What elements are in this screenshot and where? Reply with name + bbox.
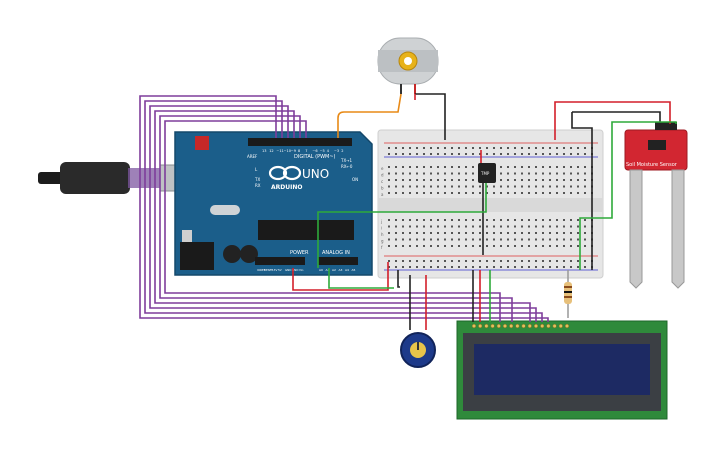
digital-pin-label: ~6 [312, 149, 317, 153]
digital-pin-label: 4 [327, 149, 330, 153]
analog-pin-label: A0 [319, 268, 323, 272]
digital-header-label: DIGITAL (PWM~) [294, 154, 336, 160]
arduino-logo-icon [268, 165, 302, 181]
lcd-pin-header [471, 323, 570, 329]
usb-cable [38, 162, 191, 194]
digital-pin-label: ~9 [291, 149, 296, 153]
analog-header [318, 257, 358, 265]
power-pin-label: RESET [264, 268, 273, 272]
power-pin-label: Vin [299, 268, 304, 272]
red-wires [292, 94, 671, 330]
transistor-label: TMP [480, 171, 490, 176]
rx-side-label: RX←0 [341, 164, 353, 169]
digital-header [248, 138, 352, 146]
tx-side-label: TX→1 [340, 158, 353, 163]
orange-wire [337, 93, 402, 138]
row-letter: f [381, 245, 383, 250]
analog-pin-label: A4 [345, 268, 349, 272]
row-letter: b [381, 186, 384, 191]
row-letter: a [381, 192, 384, 197]
resistor[interactable] [564, 270, 572, 318]
power-pin-label: GND [292, 268, 298, 272]
power-jack [180, 242, 214, 270]
digital-pin-label: 13 [262, 149, 266, 153]
power-pin-label: GND [285, 268, 291, 272]
row-letter: g [381, 239, 384, 244]
analog-pin-label: A2 [332, 268, 336, 272]
arduino-brand: ARDUINO [271, 184, 302, 191]
arduino-model: UNO [302, 167, 329, 181]
digital-pin-label: ~5 [320, 149, 325, 153]
analog-in-label: ANALOG IN [322, 250, 350, 256]
sensor-title: Soil Moisture Sensor [626, 162, 678, 168]
row-letter: h [381, 232, 384, 237]
analog-pin-label: A3 [339, 268, 343, 272]
potentiometer[interactable] [400, 332, 436, 368]
l-led-label: L [255, 167, 258, 172]
atmega-chip [258, 220, 354, 240]
row-letter: j [380, 219, 382, 224]
arduino-uno-board[interactable]: DIGITAL (PWM~) AREF TX→1 RX←0 L TX RX ON… [174, 131, 373, 276]
black-wires [397, 93, 661, 330]
lcd-16x2[interactable] [456, 320, 668, 420]
purple-wires [139, 95, 549, 322]
digital-pin-label: 2 [341, 149, 343, 153]
row-letter: c [381, 179, 383, 184]
power-pin-label: 5V [278, 268, 282, 272]
analog-pin-label: A5 [352, 268, 356, 272]
row-letter: d [381, 173, 384, 178]
digital-pin-label: ~3 [334, 149, 339, 153]
digital-pin-label: ~10 [284, 149, 291, 153]
power-pin-label: IOREF [257, 268, 266, 272]
reset-button[interactable] [195, 136, 209, 150]
green-wires [317, 121, 677, 322]
soil-moisture-sensor[interactable]: Soil Moisture Sensor [624, 122, 688, 289]
row-letter: i [381, 226, 382, 231]
digital-pin-label: 7 [305, 149, 307, 153]
on-led-label: ON [352, 177, 358, 182]
breadboard-holes [388, 147, 593, 268]
tx-led-label: TX [254, 177, 260, 182]
power-label: POWER [290, 250, 309, 256]
power-header [255, 257, 305, 265]
digital-pin-label: ~11 [276, 149, 283, 153]
rx-led-label: RX [255, 183, 261, 188]
aref-label: AREF [247, 154, 258, 159]
dc-motor[interactable] [377, 37, 439, 94]
digital-pin-label: 12 [269, 149, 273, 153]
power-pin-label: 3.3V [271, 268, 277, 272]
transistor[interactable]: TMP [478, 163, 496, 183]
digital-pin-label: 8 [298, 149, 300, 153]
row-letter: e [381, 166, 384, 171]
analog-pin-label: A1 [326, 268, 330, 272]
